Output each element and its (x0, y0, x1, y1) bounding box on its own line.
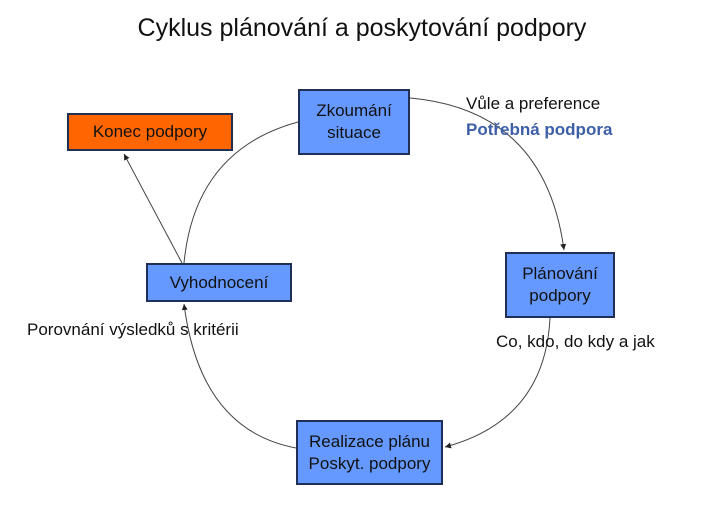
annotation-vule: Vůle a preference (466, 94, 601, 113)
annotation-co-kdo: Co, kdo, do kdy a jak (496, 332, 655, 351)
node-label: Vyhodnocení (169, 272, 269, 292)
annotation-porovnani: Porovnání výsledků s kritérii (27, 320, 239, 339)
node-label: Zkoumání (316, 101, 392, 120)
node-zkoumani-situace: Zkoumání situace (298, 89, 410, 155)
arrow-zkoumani-to-planovani (409, 97, 567, 251)
diagram-title: Cyklus plánování a poskytování podpory (137, 14, 587, 42)
arrow-planovani-to-realizace (444, 317, 551, 449)
arrow-realizace-to-vyhodnoceni (181, 303, 297, 449)
node-label: podpory (529, 286, 591, 305)
node-konec-podpory: Konec podpory (67, 113, 233, 151)
arc-vyhodnoceni-to-zkoumani (183, 121, 299, 264)
node-label: Poskyt. podpory (308, 453, 431, 473)
arrow-vyhodnoceni-to-konec (123, 153, 183, 264)
node-label: Realizace plánu (309, 431, 430, 451)
node-vyhodnoceni: Vyhodnocení (146, 263, 292, 302)
node-label: Konec podpory (92, 122, 208, 141)
node-label: Plánování (522, 264, 598, 283)
node-planovani-podpory: Plánování podpory (505, 252, 615, 318)
node-label: situace (327, 123, 381, 142)
annotation-potrebna-podpora: Potřebná podpora (466, 120, 613, 139)
